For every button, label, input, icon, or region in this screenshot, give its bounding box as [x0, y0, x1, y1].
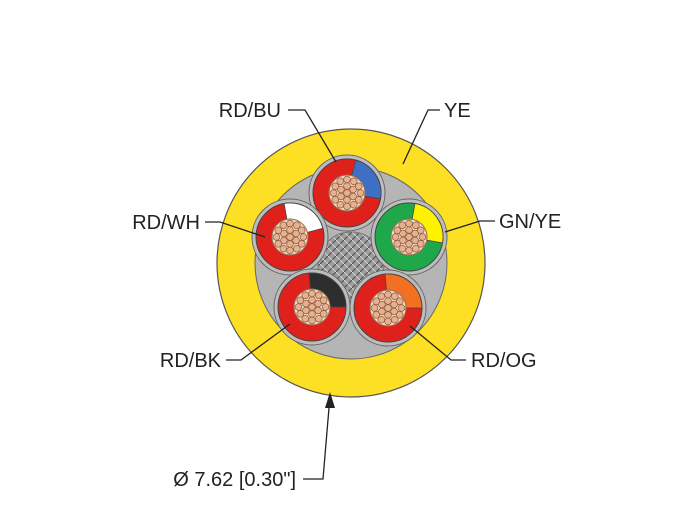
conductor-orange-pair: [349, 269, 427, 347]
label-black-pair: RD/BK: [160, 350, 222, 372]
diameter-arrowhead: [325, 392, 335, 408]
leader-diameter: [303, 395, 331, 480]
leader-white-pair: [205, 221, 266, 238]
label-green-pair: GN/YE: [499, 211, 561, 233]
conductor-white-pair: [251, 198, 329, 276]
label-orange-pair: RD/OG: [471, 350, 537, 372]
leader-jacket: [402, 109, 440, 165]
leader-orange-pair: [409, 325, 466, 361]
leader-blue-pair: [288, 109, 337, 163]
conductor-black-pair: [273, 268, 351, 346]
label-diameter: Ø 7.62 [0.30"]: [173, 469, 296, 491]
leader-black-pair: [226, 323, 291, 361]
label-white-pair: RD/WH: [132, 212, 200, 234]
leader-green-pair: [444, 220, 495, 233]
label-blue-pair: RD/BU: [219, 100, 281, 122]
conductor-green-pair: [370, 198, 448, 276]
label-jacket: YE: [444, 100, 471, 122]
leader-lines: [205, 109, 495, 480]
conductors: [251, 154, 448, 347]
conductor-blue-pair: [308, 154, 386, 232]
